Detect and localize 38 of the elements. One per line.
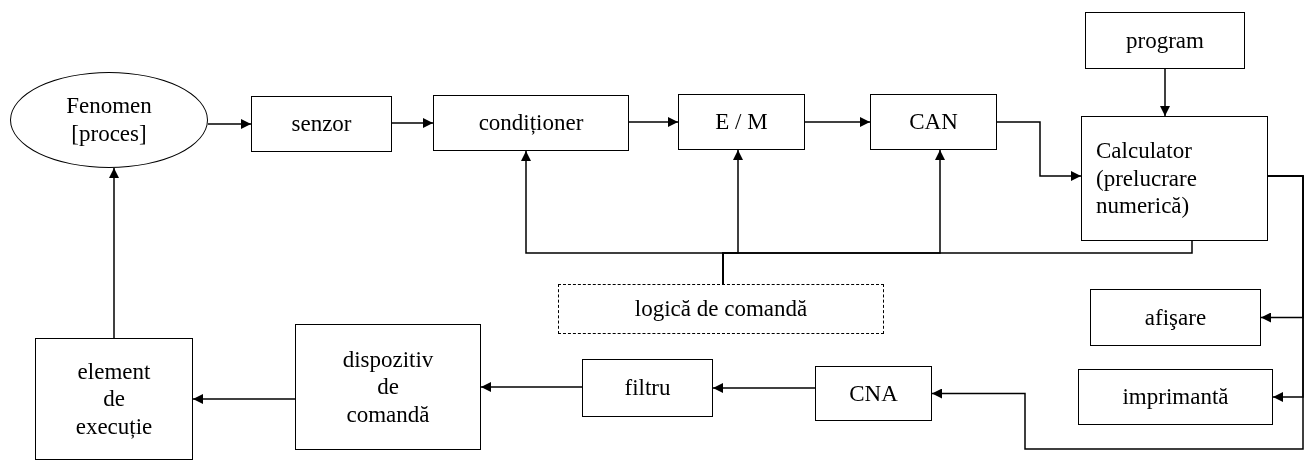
process-box — [35, 338, 193, 460]
process-box — [251, 96, 392, 152]
arrow — [391, 118, 434, 128]
node-label: senzor — [291, 110, 352, 138]
node-label: element de execuție — [74, 357, 154, 441]
node-label: logică de comandă — [634, 295, 808, 323]
process-box — [433, 95, 629, 151]
arrow — [192, 394, 296, 404]
dashed-box — [558, 284, 884, 334]
node-label: CAN — [909, 108, 958, 136]
node-label: dispozitiv de comandă — [341, 345, 435, 429]
process-box — [1081, 116, 1268, 241]
process-box — [870, 94, 997, 150]
node-label: filtru — [624, 374, 671, 402]
node-label: Calculator (prelucrare numerică) — [1096, 137, 1198, 220]
process-box — [1085, 12, 1245, 69]
node-label: E / M — [715, 108, 768, 136]
arrow — [207, 119, 252, 129]
arrow — [804, 117, 871, 127]
arrow — [931, 175, 1304, 450]
node-label: imprimantă — [1122, 383, 1229, 411]
node-label: condiționer — [478, 109, 584, 137]
arrow — [1160, 68, 1170, 117]
process-box — [678, 94, 805, 150]
node-label: program — [1126, 26, 1204, 55]
arrow — [480, 382, 583, 392]
arrow — [996, 121, 1082, 181]
process-box — [582, 359, 713, 417]
node-label: afişare — [1144, 303, 1207, 332]
arrow — [109, 167, 119, 339]
node-label: Fenomen [proces] — [65, 92, 153, 148]
arrow — [628, 117, 679, 127]
process-box — [815, 366, 932, 421]
arrow — [712, 383, 816, 393]
process-box — [295, 324, 481, 450]
node-label: CNA — [849, 379, 898, 408]
process-box — [1078, 369, 1273, 425]
process-box — [1090, 289, 1261, 346]
